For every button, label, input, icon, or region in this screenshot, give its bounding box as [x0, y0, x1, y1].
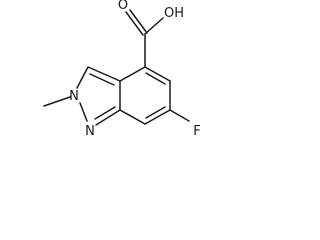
benzene-ring [119, 66, 171, 125]
bond-n1-c7a-b [94, 106, 116, 120]
bond-c6-fluorine [169, 109, 190, 122]
bond-n1-c7a-a [95, 109, 121, 126]
atom-label-n1: N [85, 124, 95, 139]
bond-c6-c7 [144, 109, 171, 125]
bond-c3a-c3-inner [89, 73, 115, 86]
bond-c3-n2 [76, 66, 89, 89]
pyrazole-ring [76, 66, 121, 126]
bond-c3a-c3 [87, 66, 121, 82]
bond-c3a-c4 [119, 66, 146, 82]
bond-c7-c7a [119, 109, 146, 125]
bond-c-oh [144, 17, 164, 35]
atom-label-n2: N [69, 89, 79, 104]
carboxyl-group [125, 9, 164, 68]
bond-n2-methyl [43, 96, 71, 107]
bond-n2-n1 [79, 102, 88, 122]
bond-c-o-double-a [125, 11, 144, 36]
molecule-structure: O OH N N F [43, 0, 201, 139]
bond-c-o-double-b [129, 9, 148, 34]
bond-c6-c7-inner [145, 106, 166, 119]
atom-label-hydroxyl: OH [164, 6, 184, 21]
bond-c4-c5-inner [145, 72, 166, 85]
bond-c4-c5 [144, 66, 171, 82]
atom-label-fluorine: F [193, 124, 200, 139]
atom-label-carbonyl-oxygen: O [118, 0, 128, 13]
